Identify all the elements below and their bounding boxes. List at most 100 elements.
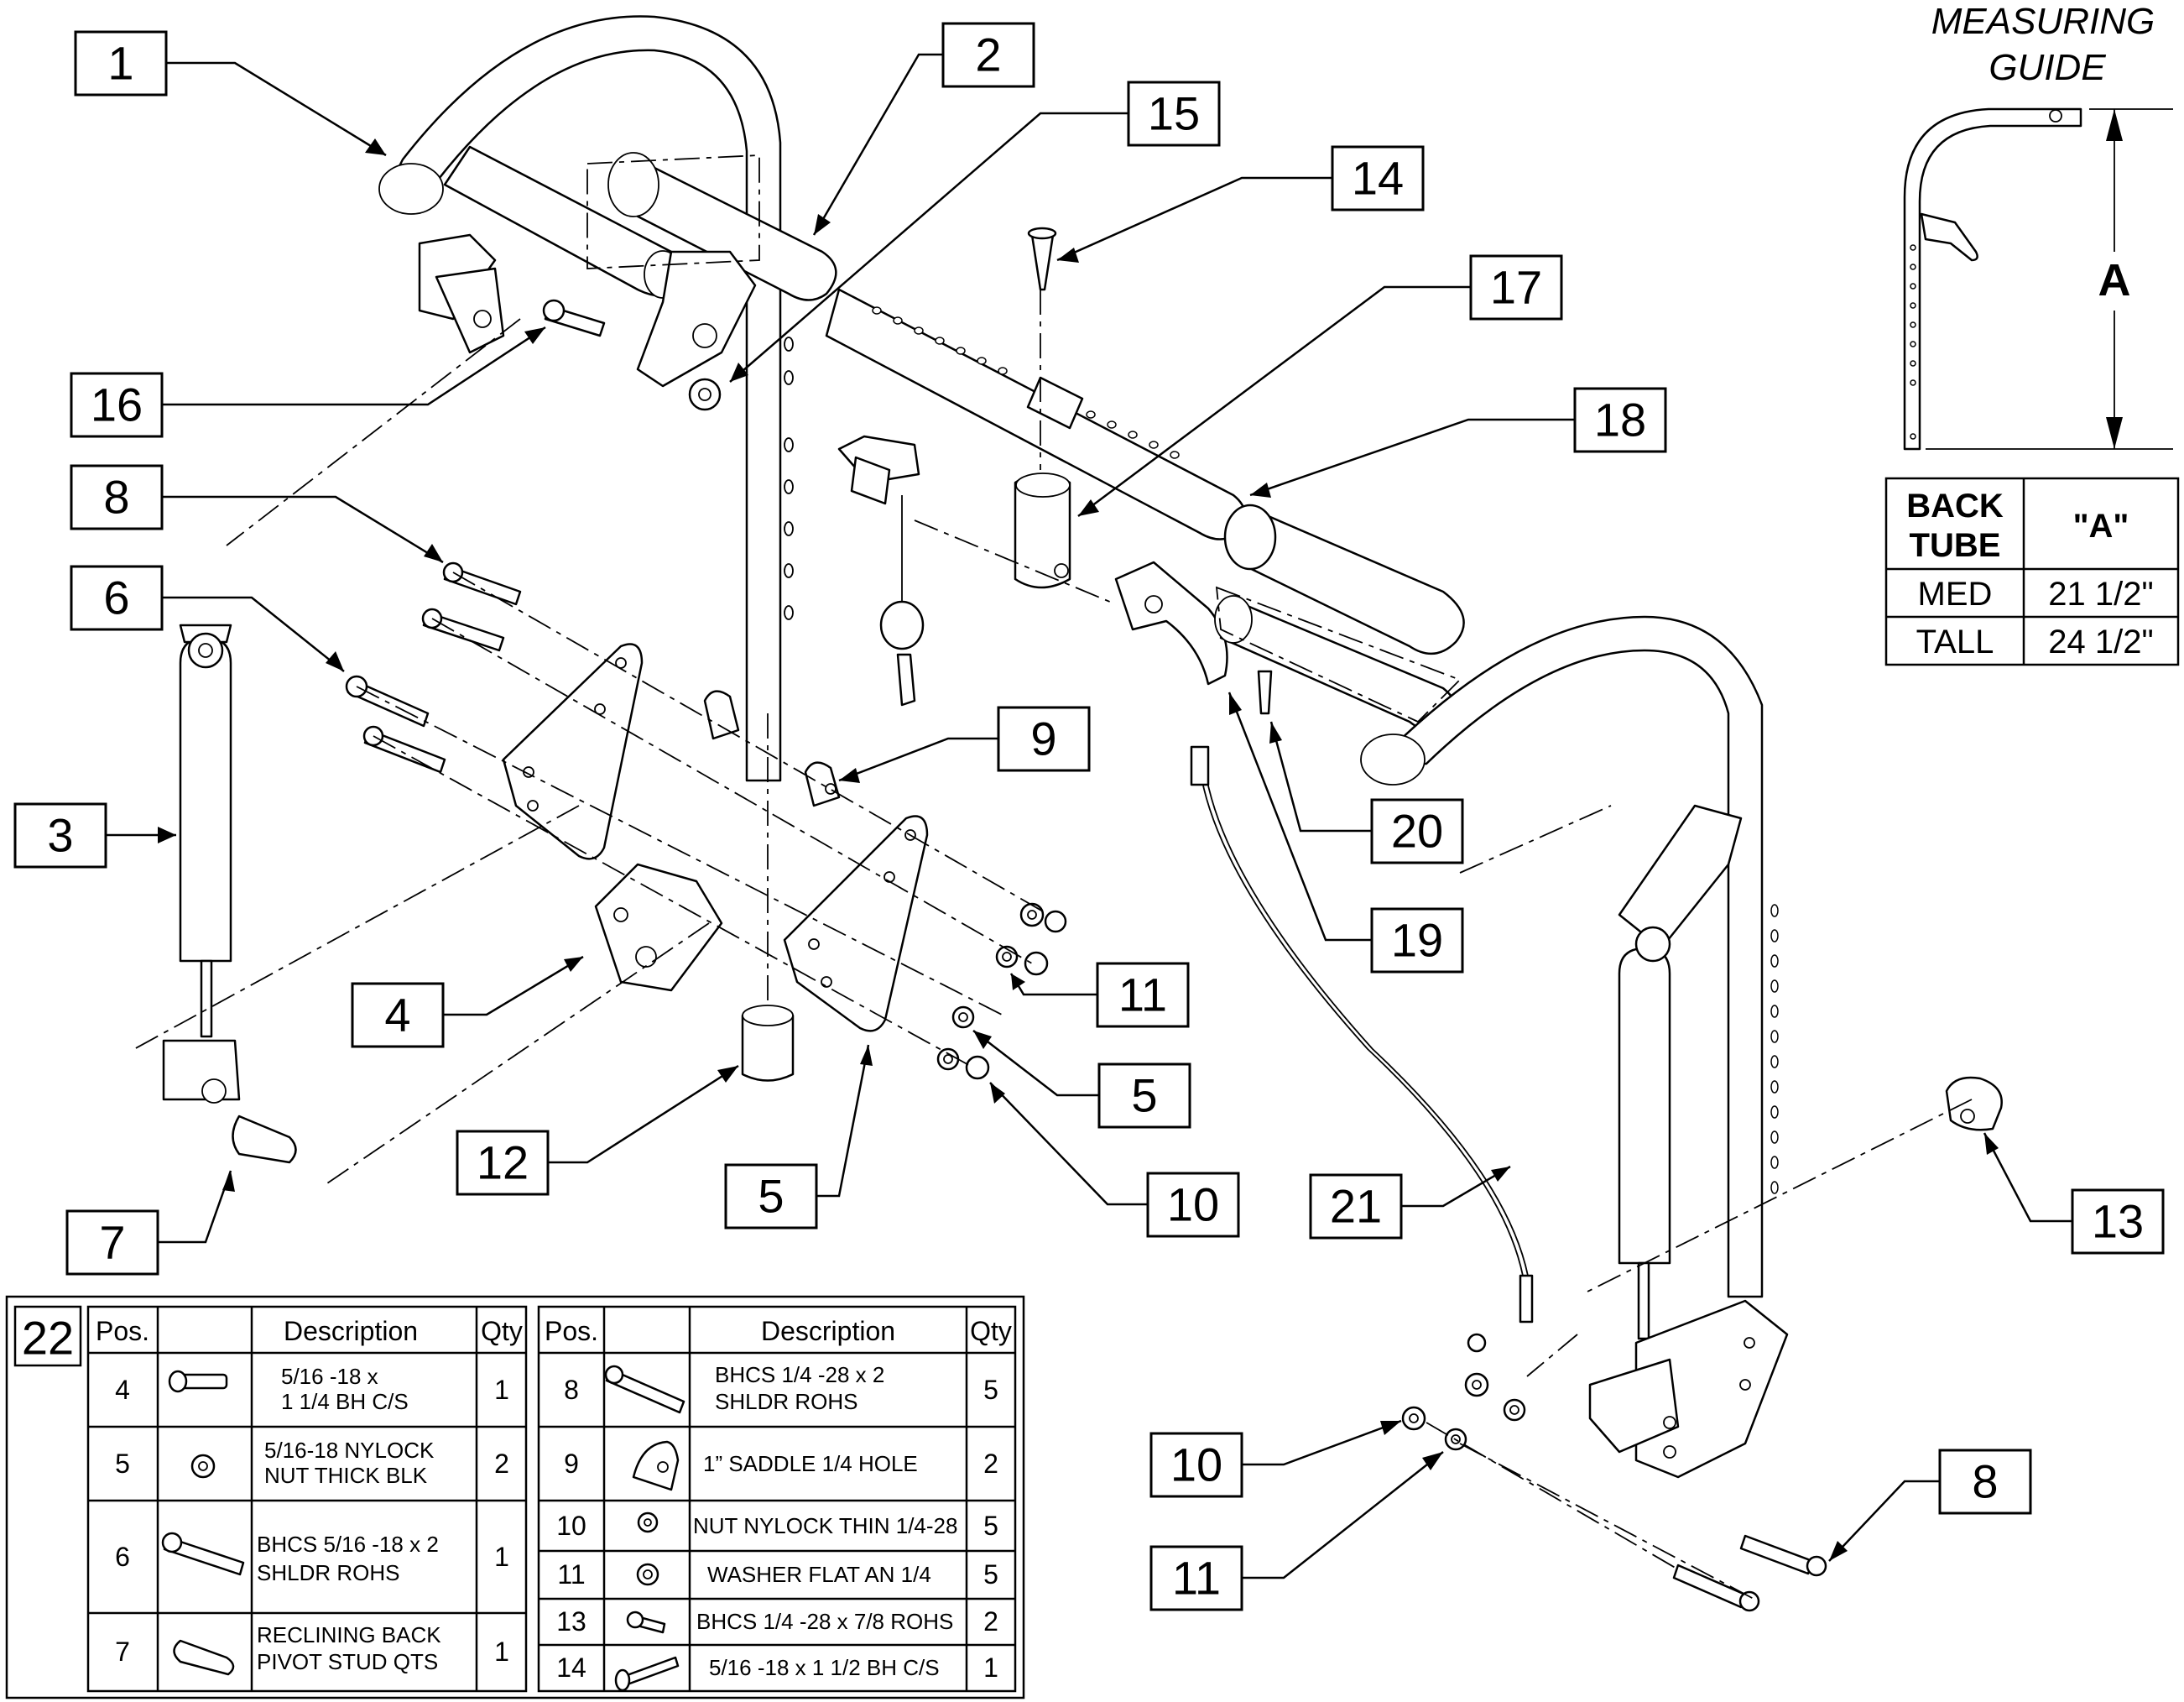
saddle-icon [632,1440,680,1491]
left-row-5-qty: 2 [494,1449,509,1479]
parts-table: 22 Pos. Description Qty 4 5/16 -18 x 1 1… [5,1295,1025,1699]
right-row-10-desc: NUT NYLOCK THIN 1/4-28 [693,1513,957,1538]
callout-label-2: 2 [975,29,1001,81]
measuring-guide-table: BACK TUBE "A" MED 21 1/2" TALL 24 1/2" [1884,477,2180,666]
nylock-nut-icon [637,1511,659,1533]
tube-holes [784,337,794,620]
callout-label-15: 15 [1148,87,1200,140]
gas-spring-left [162,624,241,1104]
callout-label-17: 17 [1490,261,1542,314]
left-row-7-qty: 1 [494,1637,509,1667]
left-row-7-desc2: PIVOT STUD QTS [257,1649,438,1674]
right-row-9-desc: 1” SADDLE 1/4 HOLE [703,1451,918,1476]
right-row-13-desc: BHCS 1/4 -28 x 7/8 ROHS [696,1609,953,1634]
dimension-a-label: A [2098,255,2131,305]
callout-label-7: 7 [99,1216,125,1269]
left-row-7-desc1: RECLINING BACK [257,1622,441,1647]
right-row-10-qty: 5 [983,1511,998,1541]
left-row-6-desc2: SHLDR ROHS [257,1560,399,1585]
left-header-pos: Pos. [96,1316,149,1346]
left-row-4-desc2: 1 1/4 BH C/S [281,1389,409,1414]
right-header-qty: Qty [970,1316,1012,1346]
callout-label-1: 1 [107,37,133,90]
callout-label-16: 16 [91,379,143,431]
button-head-screw-icon [614,1656,680,1692]
left-row-4-desc1: 5/16 -18 x [281,1364,378,1389]
right-row-14-pos: 14 [556,1652,586,1683]
callout-label-11: 11 [1118,968,1167,1021]
right-row-11-pos: 11 [557,1559,585,1590]
button-head-screw-icon [626,1611,666,1634]
right-row-11-qty: 5 [983,1559,998,1590]
measuring-guide-title-line2: GUIDE [1989,47,2106,88]
callout-label-5b: 5 [758,1170,784,1223]
callout-label-20: 20 [1391,805,1443,858]
right-row-8-desc1: BHCS 1/4 -28 x 2 [715,1362,884,1387]
right-row-10-pos: 10 [556,1511,586,1541]
callout-label-18: 18 [1594,394,1646,446]
mg-row-med-a: 21 1/2" [2048,576,2153,613]
right-row-8-desc2: SHLDR ROHS [715,1389,857,1414]
right-back-tube [1360,615,1779,1298]
right-header-pos: Pos. [545,1316,598,1346]
left-row-6-qty: 1 [494,1542,509,1572]
left-row-7-pos: 7 [115,1637,130,1667]
mg-row-tall-a: 24 1/2" [2048,624,2153,660]
callout-label-10b: 10 [1170,1438,1222,1491]
callout-label-13: 13 [2092,1195,2144,1248]
left-row-6-desc1: BHCS 5/16 -18 x 2 [257,1532,439,1557]
left-row-5-pos: 5 [115,1449,130,1479]
kit-number: 22 [22,1312,74,1365]
right-row-14-desc: 5/16 -18 x 1 1/2 BH C/S [709,1655,940,1680]
right-row-11-desc: WASHER FLAT AN 1/4 [707,1562,931,1587]
shoulder-bolt-icon [604,1365,685,1414]
callout-label-6: 6 [103,572,129,624]
right-row-14-qty: 1 [983,1652,998,1683]
left-row-4-pos: 4 [115,1375,130,1405]
callout-label-11b: 11 [1172,1552,1221,1605]
left-header-description: Description [284,1316,418,1346]
left-row-6-pos: 6 [115,1542,130,1572]
callout-label-14: 14 [1352,152,1404,205]
assembly-centerlines [133,154,1973,1600]
mg-header-back: BACK [1906,488,2004,525]
button-head-screw-icon [168,1370,228,1393]
measuring-guide-title-line1: MEASURING [1931,1,2155,42]
flat-washer-icon [636,1563,659,1586]
callout-label-8b: 8 [1972,1455,1998,1508]
left-row-4-qty: 1 [494,1375,509,1405]
mg-header-tube: TUBE [1910,527,2001,564]
callout-label-10: 10 [1167,1178,1219,1231]
mg-row-med-tube: MED [1918,576,1993,613]
pivot-stud-icon [173,1639,235,1676]
callout-label-4: 4 [384,989,410,1042]
left-back-tube [378,15,794,782]
cross-tube [825,288,1246,540]
right-row-8-qty: 5 [983,1375,998,1405]
callouts: 1 2 15 14 17 18 16 8 [13,22,2165,1611]
left-row-5-desc2: NUT THICK BLK [264,1463,428,1488]
right-row-9-qty: 2 [983,1449,998,1479]
right-row-8-pos: 8 [564,1375,579,1405]
mg-row-tall-tube: TALL [1916,624,1994,660]
callout-label-19: 19 [1391,914,1443,967]
parts-table-right: Pos. Description Qty 8 BHCS 1/4 -28 x 2 … [537,1305,1017,1693]
nylock-nut-icon [190,1454,216,1479]
right-row-9-pos: 9 [564,1449,579,1479]
right-header-description: Description [761,1316,895,1346]
right-row-13-qty: 2 [983,1606,998,1637]
mg-header-a: "A" [2073,508,2129,545]
callout-label-5: 5 [1131,1069,1157,1122]
right-row-13-pos: 13 [556,1606,586,1637]
assembly-drawing [133,15,2003,1612]
callout-label-9: 9 [1030,713,1056,765]
left-row-5-desc1: 5/16-18 NYLOCK [264,1438,435,1463]
callout-label-3: 3 [47,809,73,862]
callout-label-21: 21 [1330,1180,1382,1233]
shoulder-bolt-icon [161,1532,245,1576]
callout-label-12: 12 [477,1136,529,1189]
measuring-guide: MEASURING GUIDE A BACK TUBE "A" MED 21 1… [1884,1,2180,666]
callout-label-8: 8 [103,471,129,524]
parts-table-left: Pos. Description Qty 4 5/16 -18 x 1 1/4 … [86,1305,528,1693]
